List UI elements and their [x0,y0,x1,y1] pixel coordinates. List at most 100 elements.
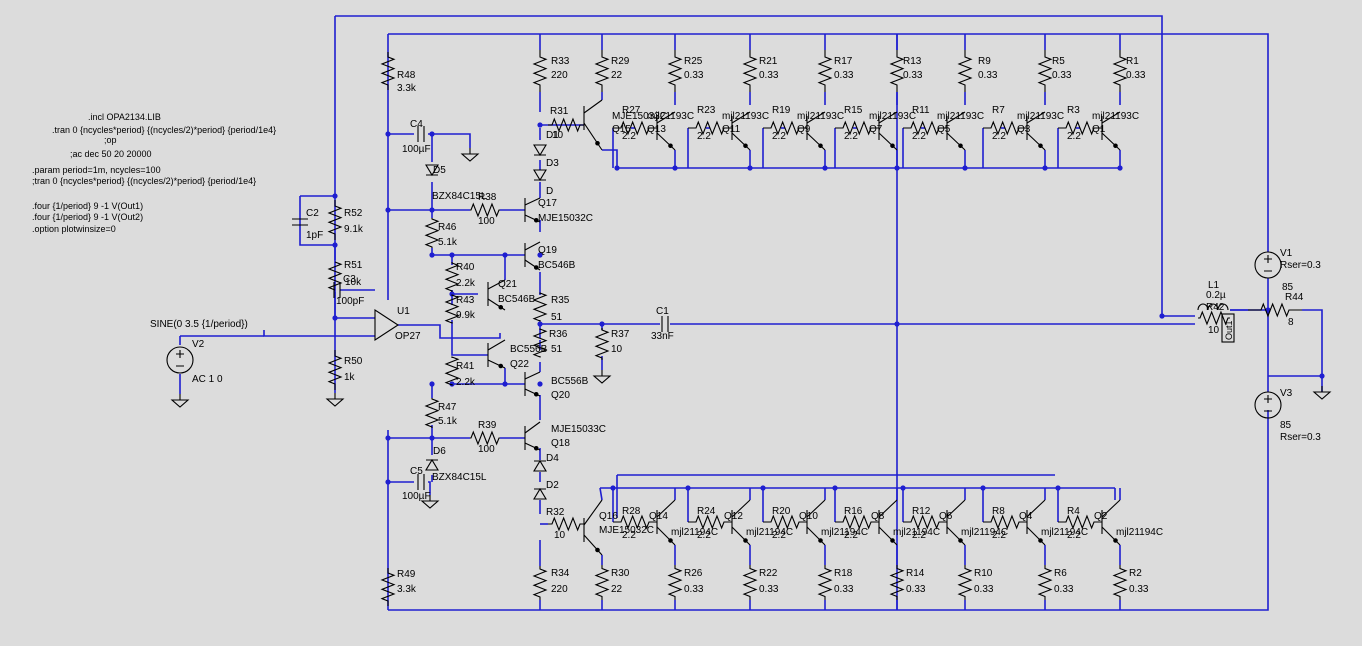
label: D [546,186,553,197]
junction-dot [1042,165,1048,171]
junction-dot [429,435,435,441]
resistor-r48 [380,52,396,90]
label: R29 [611,56,630,67]
base-resistor-top [983,120,1027,136]
output-transistor-bottom-leads [656,499,676,546]
label: 220 [551,584,568,595]
wire [428,481,431,495]
label: C1 [656,306,669,317]
resistor-r43 [444,294,460,324]
emitter-resistor-label: R22 [759,568,778,579]
label: R40 [456,262,475,273]
emitter-resistor-value: 0.33 [684,70,704,81]
wire [299,196,335,246]
opamp-u1 [374,308,400,342]
ground-symbol [325,393,345,407]
emitter-resistor-bottom [667,565,683,600]
transistor-model-label: mjl21194C [821,527,868,538]
junction-dot [449,252,455,258]
base-resistor-value: 2.2 [622,530,636,541]
emitter-resistor-label: R26 [684,568,703,579]
source-ref-label: V2 [192,339,205,350]
wire [602,149,618,168]
spice-directive: ;ac dec 50 20 20000 [70,149,152,159]
emitter-resistor-value: 0.33 [684,584,704,595]
source-ac-label: AC 1 0 [192,374,223,385]
wire [451,320,488,356]
label: 1pF [306,230,323,241]
output-transistor-bottom-arrow [1113,538,1118,543]
wires [179,15,1325,611]
source-sine-label: SINE(0 3.5 {1/period}) [150,319,248,330]
resistor-r30 [594,565,610,600]
label: 100pF [336,296,364,307]
transistor-ref-label: Q7 [869,124,883,135]
transistor-ref-label: Q2 [1094,511,1108,522]
out-port [1221,313,1235,343]
output-transistor-top-arrow [958,143,963,149]
junction-dot [685,485,691,491]
label: OP27 [395,331,421,342]
label: 10 [554,530,566,541]
output-transistor-bottom-leads [946,499,966,546]
label: MJE15033C [612,111,667,122]
out-label: Out1 [1224,320,1234,340]
label: R47 [438,402,457,413]
ground-symbol [170,394,190,408]
transistor-q19-arrow [533,265,539,270]
labels: .incl OPA2134.LIB.tran 0 {ncycles*period… [32,56,1321,595]
base-resistor-label: R11 [912,105,930,116]
label: 5.1k [438,416,458,427]
label: R52 [344,208,363,219]
emitter-resistor-label: R25 [684,56,703,67]
wire [335,15,1163,316]
output-transistor-bottom-leads [1026,499,1046,546]
label: 10 [1208,325,1220,336]
emitter-resistor-value: 0.33 [906,584,926,595]
junction-dot [610,485,616,491]
label: 9.9k [456,310,476,321]
junction-dot [537,252,543,258]
label: MJE15032C [538,213,593,224]
label: R44 [1285,292,1304,303]
emitter-resistor-value: 0.33 [1129,584,1149,595]
resistor-r35 [532,292,548,322]
label: L1 [1208,280,1220,291]
base-resistor-label: R7 [992,105,1005,116]
spice-directive: .tran 0 {ncycles*period} {(ncycles/2)*pe… [52,125,276,135]
base-resistor-top [903,120,947,136]
junction-dot [822,165,828,171]
transistor-ref-label: Q4 [1019,511,1033,522]
label: 85 [1282,282,1294,293]
label: 3.3k [397,584,417,595]
transistor-q15-arrow [595,140,600,146]
label: BZX84C15L [432,191,487,202]
output-transistor-top-arrow [668,143,673,149]
output-transistor-top-arrow [743,143,748,149]
label: 51 [551,344,563,355]
junction-dot [332,193,338,199]
base-resistor-label: R8 [992,506,1005,517]
emitter-resistor-bottom [1112,565,1128,600]
base-resistor-value: 2.2 [992,530,1006,541]
label: BC556B [551,376,589,387]
transistor-model-label: mjl21194C [961,527,1008,538]
junction-dot [900,485,906,491]
capacitor-c1 [661,316,669,332]
base-resistor-top [1058,120,1102,136]
emitter-resistor-bottom [957,565,973,600]
supply-v1 [1254,251,1282,279]
output-transistor-top-arrow [1113,143,1118,149]
resistor-r38 [470,202,500,218]
transistor-model-label: mjl21194C [1041,527,1088,538]
wire [599,487,603,501]
label: R41 [456,361,475,372]
emitter-resistor-bottom [889,565,905,600]
supply-v1-sign [1264,255,1272,272]
resistor-r51 [327,261,343,291]
base-resistor-label: R28 [622,506,641,517]
emitter-resistor-value: 0.33 [834,584,854,595]
diode-d5 [425,164,439,177]
label: R36 [549,329,568,340]
emitter-resistor-label: R13 [903,56,922,67]
